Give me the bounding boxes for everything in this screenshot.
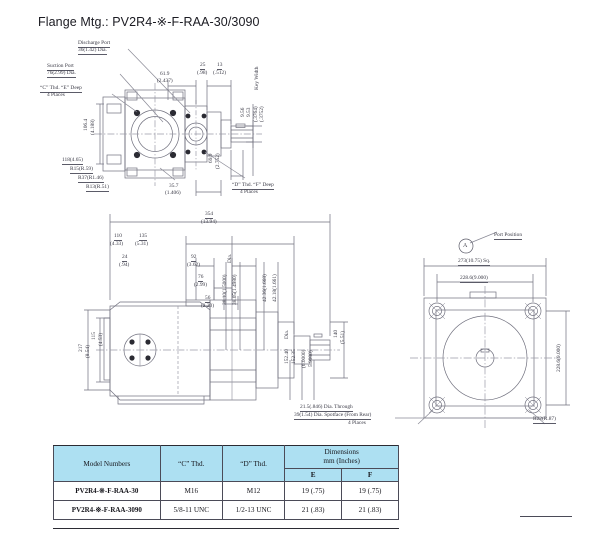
- callout-c-thread-line1: “C” Thd. “E” Deep: [40, 85, 82, 94]
- side-view-dimension-lines: [84, 214, 348, 400]
- dim-354-inch: (13.94): [201, 219, 217, 225]
- note-hole-through: 21.5(.846) Dia. Through: [300, 404, 353, 413]
- page-edge-tick: [520, 516, 572, 517]
- th-dim-f: F: [341, 468, 399, 482]
- note-hole-places: 4 Places: [348, 420, 366, 426]
- callout-suction-port-line1: Suction Port: [47, 63, 74, 72]
- dim-r22: R22(R.87): [533, 416, 556, 425]
- dim-228-6-right: 228.6(9.000): [556, 344, 562, 372]
- dim-106-4-inch: (4.188): [90, 119, 96, 135]
- front-view-geometry: [410, 286, 560, 428]
- cell-model: PV2R4-※-F-RAA-30: [53, 481, 161, 501]
- callout-c-thread-line2: 4 Places: [47, 92, 65, 98]
- callout-suction-port-line2: 76(2.99) Dia.: [47, 70, 76, 79]
- dim-118: 118(4.65): [62, 157, 83, 166]
- dia-label-side-2: Dia.: [284, 329, 290, 339]
- dim-35-7-inch: (1.406): [165, 190, 181, 196]
- cell-model: PV2R4-※-F-RAA-3090: [53, 500, 161, 520]
- dim-13: 13: [217, 62, 223, 71]
- dim-135-inch: (5.31): [135, 241, 149, 247]
- dim-r37: R37(R1.46): [78, 175, 104, 184]
- dim-76-inch: (2.99): [194, 282, 208, 288]
- dim-92-inch: (3.62): [187, 262, 201, 268]
- dim-25: 25: [200, 62, 206, 71]
- dim-13-inch: (.512): [213, 70, 227, 76]
- dim-38-05: 38.05(1.4980): [232, 274, 238, 306]
- th-c-thread: “C” Thd.: [159, 445, 223, 482]
- callout-discharge-port-line1: Discharge Port: [78, 40, 111, 49]
- dim-76: 76: [198, 274, 204, 283]
- th-model-numbers: Model Numbers: [53, 445, 161, 482]
- corner-bolt-holes: [428, 302, 542, 414]
- th-d-thread: “D” Thd.: [221, 445, 286, 482]
- top-view-leaders: [111, 48, 246, 181]
- dim-273: 273(10.75) Sq.: [458, 258, 491, 267]
- top-view-dimension-lines: [96, 80, 262, 196]
- dim-42-18: 42.18(1.661): [272, 274, 278, 302]
- page-title: Flange Mtg.: PV2R4-※-F-RAA-30/3090: [38, 15, 260, 29]
- th-dimensions-line2: mm (Inches): [323, 457, 360, 465]
- table-row: PV2R4-※-F-RAA-30 M16 M12 19 (.75) 19 (.7…: [53, 481, 399, 501]
- callout-discharge-port-line2: 36(1.42) Dia.: [78, 47, 107, 56]
- dim-135: 135: [139, 233, 148, 242]
- dim-228-6-top: 228.6(9.000): [460, 275, 488, 284]
- th-dimensions: Dimensions mm (Inches): [284, 445, 399, 469]
- dim-24-inch: (.94): [119, 262, 130, 268]
- th-dimensions-line1: Dimensions: [324, 448, 359, 456]
- table-bottom-rule: [53, 528, 399, 530]
- dim-152-35: 152.35: [291, 349, 297, 365]
- dim-5-9980: 5.9980): [308, 350, 314, 368]
- cell-c-thread: M16: [159, 481, 223, 501]
- cell-dim-e: 21 (.83): [284, 500, 343, 520]
- cell-dim-f: 21 (.83): [341, 500, 399, 520]
- dim-140-inch: (5.51): [340, 330, 346, 344]
- cell-c-thread: 5/8-11 UNC: [159, 500, 223, 520]
- dim-61-9: 61.9: [160, 71, 170, 77]
- dim-69-9-inch: (2.752): [215, 153, 221, 169]
- dim-110-inch: (4.33): [110, 241, 124, 247]
- table-row: PV2R4-※-F-RAA-3090 5/8-11 UNC 1/2-13 UNC…: [53, 500, 399, 520]
- callout-d-thread-line1: “D” Thd. “F” Deep: [232, 182, 274, 191]
- dim-92: 92: [191, 254, 197, 263]
- cell-d-thread: M12: [221, 481, 286, 501]
- dia-label-side: Dia.: [227, 253, 233, 263]
- label-key-width: Key Width: [254, 66, 260, 90]
- dim-35-7: 35.7: [169, 183, 179, 189]
- front-view-dimension-lines: [423, 258, 570, 406]
- dim-r15: R15(R.59): [70, 166, 93, 175]
- port-position-mark: A: [463, 243, 468, 249]
- dim-24: 24: [122, 254, 128, 263]
- cell-d-thread: 1/2-13 UNC: [221, 500, 286, 520]
- cell-dim-f: 19 (.75): [341, 481, 399, 501]
- specification-table: Model Numbers “C” Thd. “D” Thd. Dimensio…: [53, 445, 399, 520]
- th-dim-e: E: [284, 468, 343, 482]
- dim-38-10: 38.10(1.5000): [222, 274, 228, 306]
- dim-56: 56: [205, 295, 211, 304]
- label-port-position: Port Position: [494, 232, 523, 241]
- dim-25-inch: (.98): [197, 70, 208, 76]
- dim-56-inch: (2.20): [201, 303, 215, 309]
- note-hole-spotface: 39(1.54) Dia. Spotface (From Rear): [294, 412, 372, 421]
- dim-110: 110: [114, 233, 122, 242]
- dim-42-36: 42.36(1.668): [262, 274, 268, 302]
- dim-354: 354: [205, 211, 214, 220]
- top-view-geometry: [95, 83, 262, 186]
- dim-115-inch: (4.53): [98, 332, 104, 346]
- callout-d-thread-line2: 4 Places: [240, 189, 258, 195]
- front-view-leaders: [395, 231, 546, 425]
- dim-r13: R13(R.51): [86, 184, 109, 193]
- dim-61-9-inch: (2.437): [157, 78, 173, 84]
- dim-3752: (.3752): [259, 106, 265, 122]
- cell-dim-e: 19 (.75): [284, 481, 343, 501]
